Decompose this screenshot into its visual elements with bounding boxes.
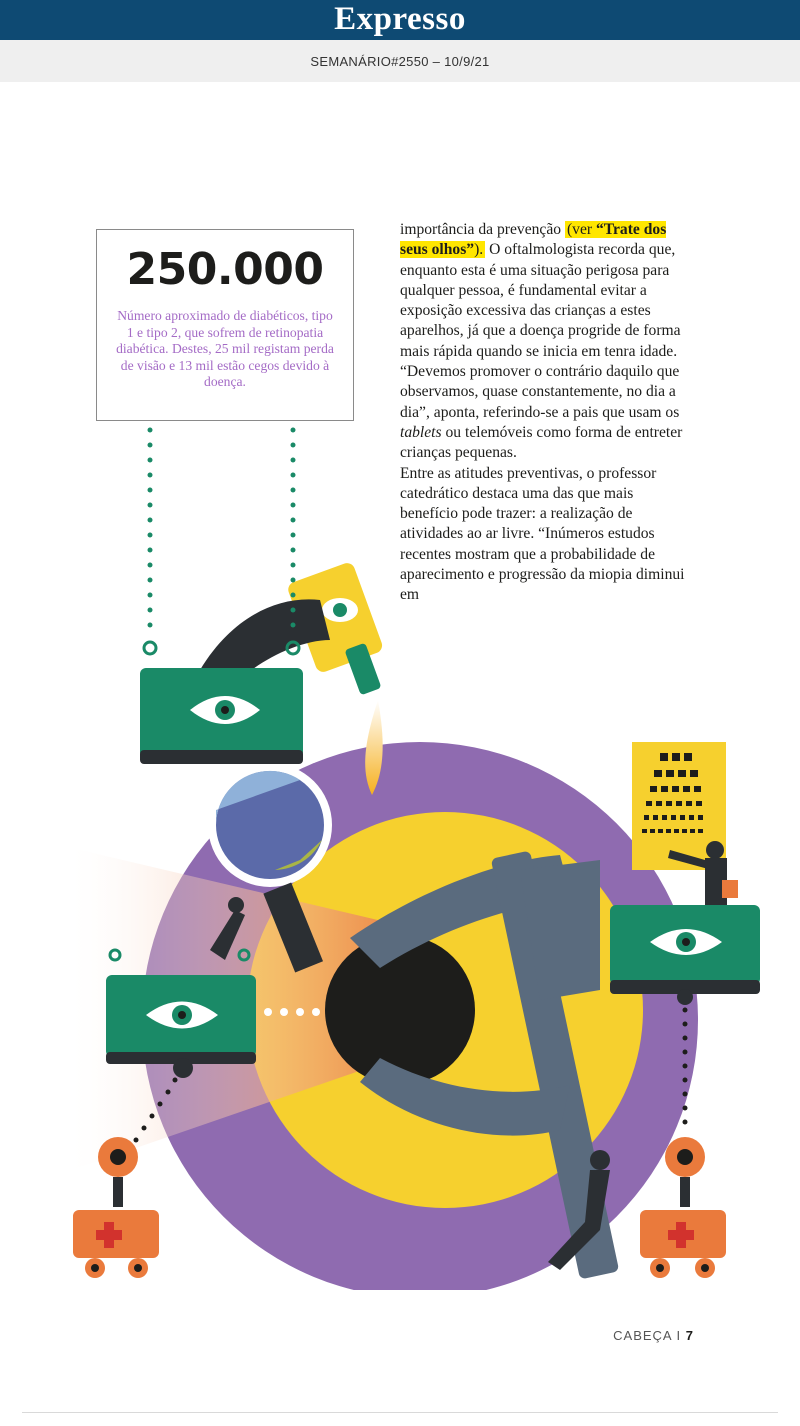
medical-cart-left — [73, 1077, 178, 1278]
article-text: importância da prevenção (ver “Trate dos… — [400, 220, 692, 606]
hanging-lines-top — [147, 427, 296, 628]
eye-screen-left — [106, 897, 256, 1078]
eye-drop-bottle-icon — [200, 563, 383, 795]
magnifier-icon — [208, 763, 332, 973]
eye-chart-board — [632, 742, 738, 908]
stat-number: 250.000 — [126, 244, 324, 295]
eye-screen-top — [140, 640, 303, 764]
bottom-divider — [22, 1412, 778, 1413]
eye-screen-right — [610, 905, 760, 1005]
page-footer: CABEÇA I 7 — [613, 1328, 694, 1343]
person-figure — [548, 1150, 610, 1270]
section-label: CABEÇA — [613, 1328, 672, 1343]
article-paragraph-1: importância da prevenção (ver “Trate dos… — [400, 221, 683, 462]
issue-label: SEMANÁRIO#2550 – 10/9/21 — [310, 53, 490, 69]
medical-cart-right — [640, 1007, 726, 1278]
page-number: 7 — [685, 1328, 694, 1343]
eye-care-illustration — [72, 427, 760, 1290]
dotted-line — [264, 1008, 320, 1016]
article-paragraph-2: Entre as atitudes preventivas, o profess… — [400, 464, 685, 604]
issue-bar: SEMANÁRIO#2550 – 10/9/21 — [0, 40, 800, 82]
stat-box: 250.000 Número aproximado de diabéticos,… — [96, 229, 354, 421]
brand-logo[interactable]: Expresso — [334, 0, 466, 37]
footer-separator: I — [676, 1328, 682, 1343]
masthead-bar: Expresso — [0, 0, 800, 40]
stat-description: Número aproximado de diabéticos, tipo 1 … — [116, 308, 334, 389]
pupil-circle — [325, 935, 475, 1085]
caliper-icon — [350, 851, 619, 1279]
